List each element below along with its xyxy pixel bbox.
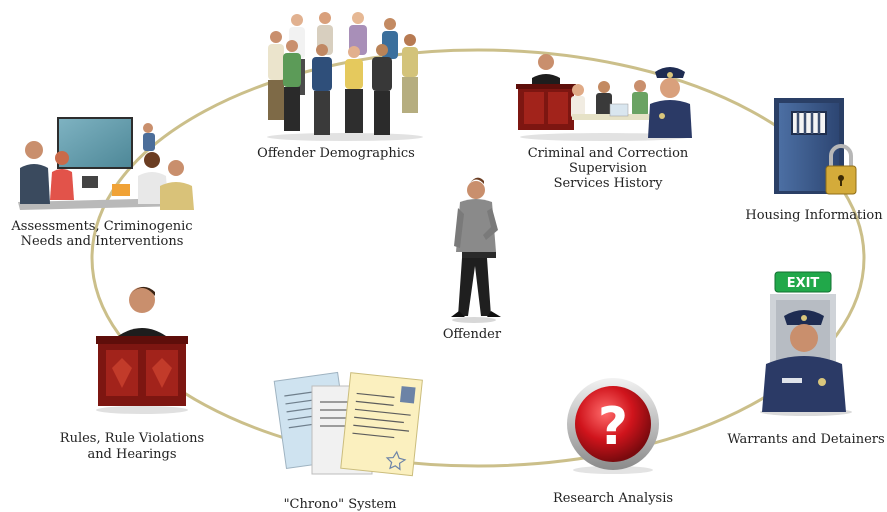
label-demographics: Offender Demographics — [257, 146, 415, 161]
svg-text:Assessments, Criminogenic: Assessments, Criminogenic — [10, 219, 192, 234]
svg-text:Offender Demographics: Offender Demographics — [257, 146, 415, 161]
svg-text:"Chrono" System: "Chrono" System — [284, 497, 397, 512]
judge-podium-icon — [96, 286, 188, 414]
svg-text:Offender: Offender — [443, 327, 502, 342]
documents-stack-icon — [273, 371, 423, 477]
svg-text:Services History: Services History — [554, 176, 664, 191]
label-rules: Rules, Rule Violations and Hearings — [60, 431, 204, 462]
svg-text:Criminal and Correction: Criminal and Correction — [528, 146, 689, 161]
police-officer-exit-door-icon: EXIT — [760, 271, 852, 416]
svg-text:EXIT: EXIT — [787, 276, 820, 291]
label-chrono: "Chrono" System — [284, 497, 397, 512]
svg-text:Research Analysis: Research Analysis — [553, 491, 673, 506]
svg-text:Needs and Interventions: Needs and Interventions — [21, 234, 184, 249]
svg-text:?: ? — [598, 397, 628, 457]
svg-text:and Hearings: and Hearings — [87, 447, 176, 462]
connection-ring — [90, 48, 866, 468]
label-offender: Offender — [443, 327, 502, 342]
crowd-people-icon — [267, 12, 423, 141]
question-mark-button-icon: ? — [567, 378, 659, 474]
svg-text:Housing Information: Housing Information — [745, 208, 883, 223]
label-criminal-history: Criminal and Correction Supervision Serv… — [528, 146, 689, 191]
offender-person-icon — [451, 177, 501, 323]
locked-jail-door-icon — [774, 98, 857, 195]
label-assessments: Assessments, Criminogenic Needs and Inte… — [10, 219, 192, 249]
label-warrants: Warrants and Detainers — [727, 432, 884, 447]
label-housing: Housing Information — [745, 208, 883, 223]
svg-text:Warrants and Detainers: Warrants and Detainers — [727, 432, 884, 447]
courtroom-police-icon — [516, 54, 692, 141]
svg-text:Rules, Rule Violations: Rules, Rule Violations — [60, 431, 204, 446]
meeting-presentation-icon — [18, 117, 194, 210]
svg-text:Supervision: Supervision — [569, 161, 648, 176]
label-research: Research Analysis — [553, 491, 673, 506]
